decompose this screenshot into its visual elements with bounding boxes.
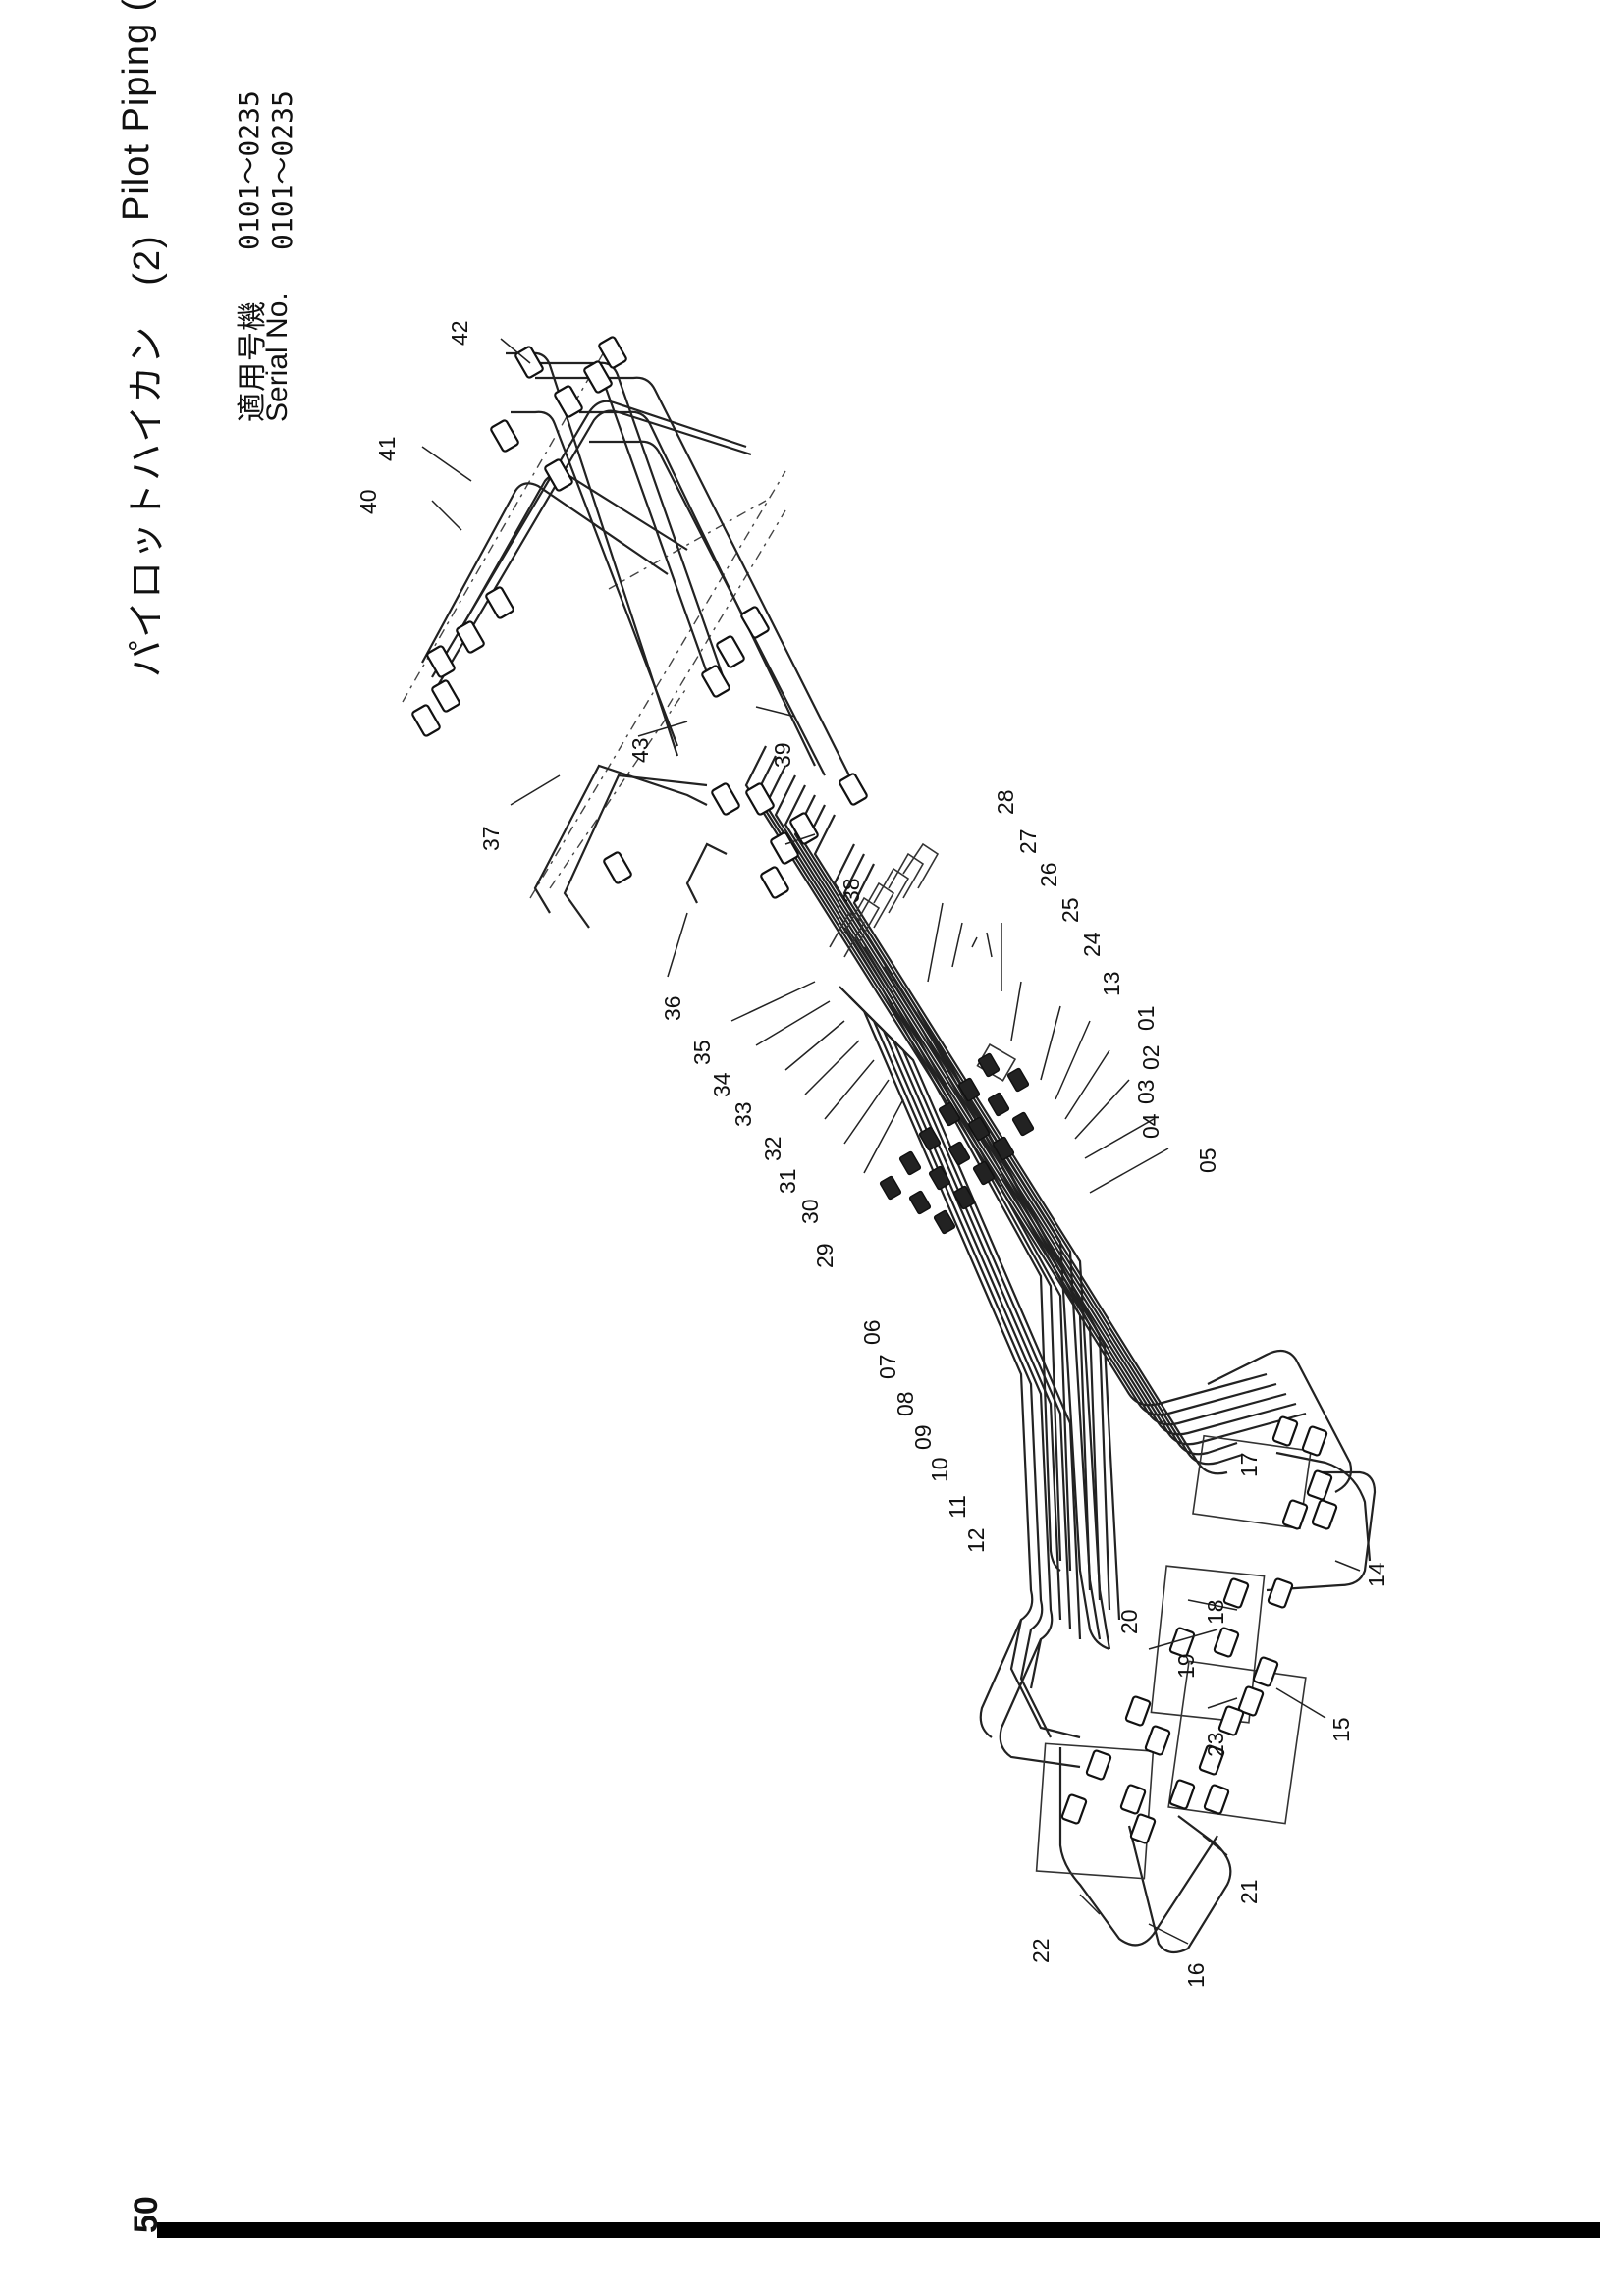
callout-21: 21 — [1236, 1879, 1262, 1904]
callout-23: 23 — [1203, 1732, 1228, 1757]
callout-28: 28 — [993, 789, 1018, 815]
callout-12: 12 — [963, 1527, 989, 1553]
callout-22: 22 — [1028, 1938, 1054, 1963]
callout-39: 39 — [770, 742, 795, 768]
section-lines — [402, 343, 786, 899]
callout-37: 37 — [478, 826, 504, 851]
callout-19: 19 — [1173, 1653, 1199, 1679]
callout-01: 01 — [1133, 1005, 1159, 1031]
callout-11: 11 — [945, 1495, 970, 1519]
callout-31: 31 — [775, 1168, 800, 1194]
callout-42: 42 — [447, 320, 472, 346]
valve-blocks — [976, 1043, 1312, 1880]
right-loop-pipes — [1207, 1349, 1377, 1592]
middle-connector-row — [879, 1052, 1035, 1235]
callout-07: 07 — [875, 1354, 900, 1379]
callout-40: 40 — [355, 489, 381, 514]
leader-lines — [421, 338, 1361, 1945]
callout-16: 16 — [1183, 1962, 1209, 1988]
callout-06: 06 — [859, 1319, 885, 1345]
lower-loop-pipes — [979, 1619, 1232, 1954]
callout-13: 13 — [1099, 971, 1124, 996]
callout-05: 05 — [1195, 1148, 1220, 1173]
callout-27: 27 — [1015, 828, 1041, 854]
callout-labels: 42 41 40 43 39 37 38 36 35 34 33 32 31 3… — [355, 320, 1389, 1988]
callout-41: 41 — [374, 436, 400, 461]
callout-20: 20 — [1116, 1609, 1142, 1634]
small-loops — [829, 842, 940, 958]
callout-25: 25 — [1057, 897, 1083, 923]
callout-08: 08 — [893, 1391, 918, 1416]
callout-36: 36 — [660, 995, 685, 1021]
callout-26: 26 — [1036, 862, 1061, 887]
callout-10: 10 — [927, 1457, 952, 1482]
callout-33: 33 — [730, 1101, 756, 1127]
callout-04: 04 — [1138, 1113, 1163, 1139]
fittings — [411, 336, 1338, 1844]
callout-14: 14 — [1364, 1562, 1389, 1587]
callout-18: 18 — [1203, 1599, 1228, 1625]
callout-29: 29 — [812, 1243, 838, 1268]
callout-34: 34 — [709, 1072, 734, 1097]
callout-32: 32 — [760, 1136, 785, 1161]
main-pipe-bundle — [744, 745, 1307, 1739]
callout-15: 15 — [1328, 1717, 1354, 1742]
callout-30: 30 — [797, 1199, 823, 1224]
callout-17: 17 — [1236, 1452, 1262, 1477]
callout-02: 02 — [1138, 1044, 1163, 1070]
callout-09: 09 — [910, 1424, 936, 1450]
callout-03: 03 — [1133, 1079, 1159, 1104]
footer-rule — [157, 2222, 1600, 2238]
callout-38: 38 — [839, 878, 864, 903]
callout-43: 43 — [627, 737, 653, 763]
page-number: 50 — [128, 2196, 165, 2233]
callout-35: 35 — [689, 1040, 715, 1065]
callout-24: 24 — [1079, 932, 1105, 957]
